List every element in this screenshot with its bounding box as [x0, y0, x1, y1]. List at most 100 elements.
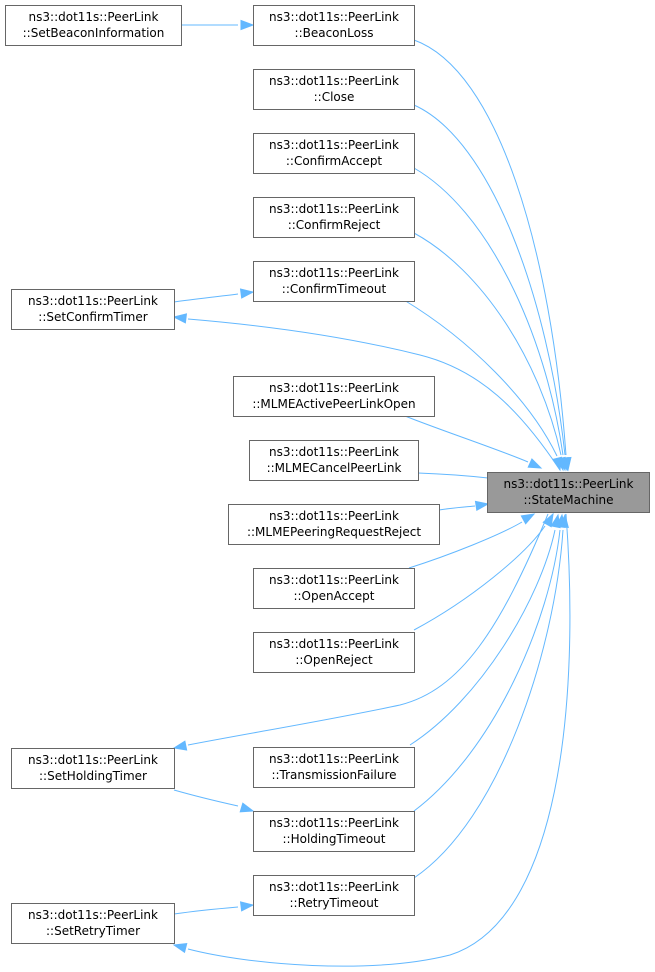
node-namespace-label: ns3::dot11s::PeerLink	[269, 138, 399, 152]
node-method-label: ::ConfirmAccept	[286, 154, 383, 168]
node-method-label: ::MLMEPeeringRequestReject	[247, 525, 421, 539]
node-namespace-label: ns3::dot11s::PeerLink	[269, 445, 399, 459]
node-namespace-label: ns3::dot11s::PeerLink	[269, 381, 399, 395]
node-method-label: ::TransmissionFailure	[271, 768, 396, 782]
edge-line	[173, 789, 239, 807]
node-beacon-loss[interactable]: ns3::dot11s::PeerLink::BeaconLoss	[253, 5, 415, 46]
node-close[interactable]: ns3::dot11s::PeerLink::Close	[253, 69, 415, 110]
node-confirm-timeout[interactable]: ns3::dot11s::PeerLink::ConfirmTimeout	[253, 261, 415, 302]
node-box[interactable]	[253, 811, 415, 852]
node-box[interactable]	[253, 875, 415, 916]
edge-state-machine-to-set-confirm-timer	[172, 313, 561, 471]
node-mlme-active-open[interactable]: ns3::dot11s::PeerLink::MLMEActivePeerLin…	[233, 376, 435, 417]
arrowhead-icon	[239, 901, 255, 912]
node-namespace-label: ns3::dot11s::PeerLink	[28, 753, 158, 767]
node-namespace-label: ns3::dot11s::PeerLink	[269, 816, 399, 830]
edge-line	[187, 513, 549, 746]
edge-line	[173, 293, 239, 303]
arrowhead-icon	[239, 288, 255, 299]
node-confirm-reject[interactable]: ns3::dot11s::PeerLink::ConfirmReject	[253, 197, 415, 238]
arrowhead-icon	[542, 512, 554, 528]
node-open-accept[interactable]: ns3::dot11s::PeerLink::OpenAccept	[253, 568, 415, 609]
node-method-label: ::MLMECancelPeerLink	[267, 461, 402, 475]
node-method-label: ::BeaconLoss	[295, 26, 374, 40]
node-namespace-label: ns3::dot11s::PeerLink	[269, 752, 399, 766]
edge-line	[409, 529, 556, 746]
node-mlme-cancel[interactable]: ns3::dot11s::PeerLink::MLMECancelPeerLin…	[249, 440, 419, 481]
node-set-retry-timer[interactable]: ns3::dot11s::PeerLink::SetRetryTimer	[11, 903, 175, 944]
node-box[interactable]	[253, 197, 415, 238]
edge-line	[413, 39, 567, 456]
node-confirm-accept[interactable]: ns3::dot11s::PeerLink::ConfirmAccept	[253, 133, 415, 174]
edge-set-confirm-timer-to-confirm-timeout	[173, 288, 255, 303]
node-box[interactable]	[253, 69, 415, 110]
edge-line	[187, 513, 571, 967]
edge-line	[187, 318, 561, 471]
edge-line	[403, 299, 558, 457]
node-retry-timeout[interactable]: ns3::dot11s::PeerLink::RetryTimeout	[253, 875, 415, 916]
arrowhead-icon	[474, 500, 490, 512]
arrowhead-icon	[172, 313, 188, 324]
node-box[interactable]	[253, 568, 415, 609]
node-mlme-reject[interactable]: ns3::dot11s::PeerLink::MLMEPeeringReques…	[228, 504, 440, 545]
edge-close-to-state-machine	[413, 104, 571, 472]
edge-retry-timeout-to-state-machine	[413, 513, 569, 879]
edge-line	[413, 525, 546, 631]
edge-line	[413, 232, 562, 456]
edge-mlme-active-open-to-state-machine	[404, 415, 543, 469]
edge-set-beacon-info-to-beacon-loss	[181, 19, 255, 31]
arrowhead-icon	[172, 942, 188, 954]
edge-line	[413, 529, 564, 879]
node-set-holding-timer[interactable]: ns3::dot11s::PeerLink::SetHoldingTimer	[11, 748, 175, 789]
node-method-label: ::OpenAccept	[293, 589, 374, 603]
node-method-label: ::SetHoldingTimer	[39, 769, 147, 783]
node-holding-timeout[interactable]: ns3::dot11s::PeerLink::HoldingTimeout	[253, 811, 415, 852]
node-namespace-label: ns3::dot11s::PeerLink	[269, 637, 399, 651]
node-namespace-label: ns3::dot11s::PeerLink	[269, 10, 399, 24]
edge-transmission-fail-to-state-machine	[409, 513, 561, 746]
node-set-beacon-info[interactable]: ns3::dot11s::PeerLink::SetBeaconInformat…	[5, 5, 182, 46]
node-namespace-label: ns3::dot11s::PeerLink	[269, 202, 399, 216]
node-open-reject[interactable]: ns3::dot11s::PeerLink::OpenReject	[253, 632, 415, 673]
node-transmission-fail[interactable]: ns3::dot11s::PeerLink::TransmissionFailu…	[253, 747, 415, 788]
arrowhead-icon	[240, 19, 255, 31]
node-box[interactable]	[253, 632, 415, 673]
node-box[interactable]	[253, 261, 415, 302]
node-box[interactable]	[487, 472, 650, 513]
node-namespace-label: ns3::dot11s::PeerLink	[269, 74, 399, 88]
node-box[interactable]	[11, 903, 175, 944]
node-box[interactable]	[11, 289, 175, 330]
node-namespace-label: ns3::dot11s::PeerLink	[504, 477, 634, 491]
node-set-confirm-timer[interactable]: ns3::dot11s::PeerLink::SetConfirmTimer	[11, 289, 175, 330]
edge-holding-timeout-to-state-machine	[413, 513, 566, 812]
node-box[interactable]	[249, 440, 419, 481]
node-method-label: ::SetRetryTimer	[46, 924, 140, 938]
edge-line	[413, 104, 566, 456]
node-box[interactable]	[11, 748, 175, 789]
node-state-machine[interactable]: ns3::dot11s::PeerLink::StateMachine	[487, 472, 650, 513]
node-method-label: ::SetBeaconInformation	[23, 26, 165, 40]
node-box[interactable]	[5, 5, 182, 46]
edge-confirm-accept-to-state-machine	[413, 167, 569, 472]
edge-line	[404, 415, 529, 463]
arrowhead-icon	[527, 458, 543, 469]
node-method-label: ::OpenReject	[295, 653, 373, 667]
node-box[interactable]	[228, 504, 440, 545]
node-method-label: ::SetConfirmTimer	[38, 310, 147, 324]
arrowhead-icon	[520, 513, 536, 525]
node-box[interactable]	[253, 133, 415, 174]
edge-state-machine-to-set-holding-timer	[172, 513, 549, 751]
node-namespace-label: ns3::dot11s::PeerLink	[269, 509, 399, 523]
edge-line	[413, 529, 561, 812]
arrowhead-icon	[239, 802, 255, 813]
node-method-label: ::HoldingTimeout	[283, 832, 386, 846]
edge-set-holding-timer-to-holding-timeout	[173, 789, 255, 813]
edge-set-retry-timer-to-retry-timeout	[173, 901, 255, 915]
node-box[interactable]	[253, 5, 415, 46]
edge-line	[413, 167, 564, 456]
edge-mlme-reject-to-state-machine	[438, 500, 490, 512]
edge-line	[408, 521, 523, 569]
node-box[interactable]	[253, 747, 415, 788]
node-box[interactable]	[233, 376, 435, 417]
